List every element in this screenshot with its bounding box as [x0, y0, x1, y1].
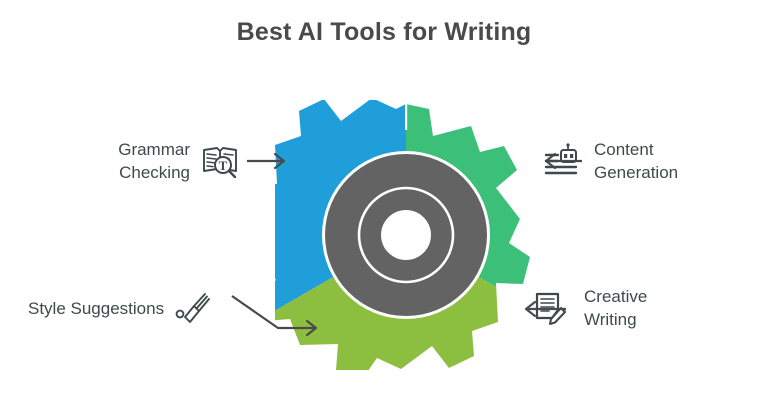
paintbrush-icon	[172, 288, 212, 328]
callout-style-suggestions-label: Style Suggestions	[28, 298, 165, 318]
svg-text:T: T	[219, 158, 228, 173]
arrow-elbow-style-icon	[231, 295, 318, 337]
callout-creative-writing-label: Creative Writing	[584, 287, 648, 329]
callout-creative-writing[interactable]: Creative Writing	[528, 285, 748, 331]
book-magnifier-t-icon: T	[198, 139, 242, 183]
callout-grammar-checking-label: Grammar Checking	[118, 140, 190, 182]
gear-hub-ring	[357, 186, 455, 284]
gear-graphic	[243, 98, 537, 378]
callout-content-generation[interactable]: Content Generation	[540, 138, 750, 184]
gear-sector-lime	[243, 235, 530, 378]
callout-content-generation-label: Content Generation	[594, 140, 679, 182]
callout-grammar-checking[interactable]: Grammar Checking T	[98, 138, 293, 184]
arrow-right-grammar-icon	[247, 152, 286, 170]
gear-seam-top	[405, 98, 408, 130]
document-pencil-icon	[528, 286, 572, 330]
robot-text-lines-icon	[540, 139, 584, 183]
callout-style-suggestions[interactable]: Style Suggestions	[28, 288, 243, 328]
page-title: Best AI Tools for Writing	[236, 18, 532, 46]
gear-svg	[243, 98, 530, 378]
gear-hub-hole	[381, 210, 431, 260]
